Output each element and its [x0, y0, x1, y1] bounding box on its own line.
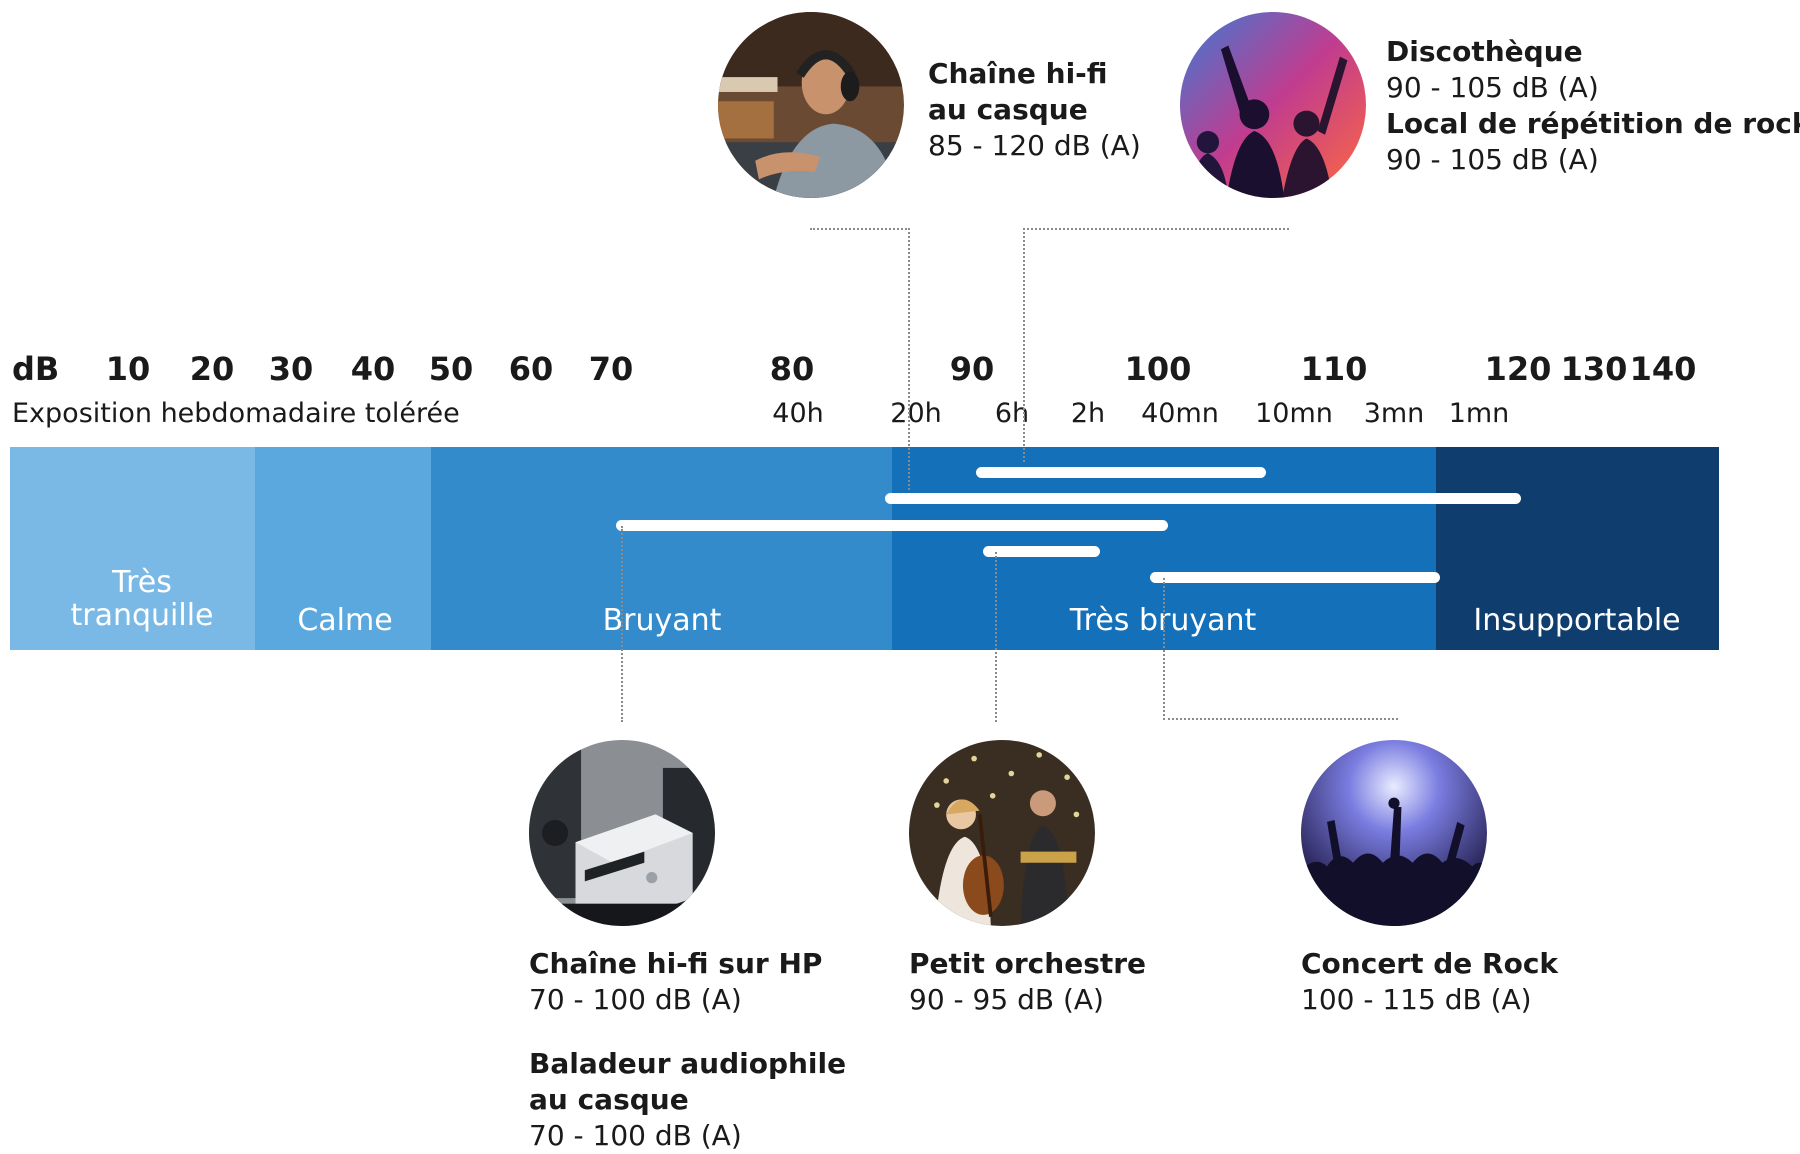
hifi-system-photo	[529, 740, 715, 926]
time-tick-3mn: 3mn	[1363, 398, 1425, 429]
range-bar-rock-concert	[1150, 572, 1440, 583]
time-tick-10mn: 10mn	[1255, 398, 1333, 429]
rock-concert-photo	[1301, 740, 1487, 926]
db-tick-30: 30	[268, 350, 314, 388]
caption-range: 90 - 105 dB (A)	[1386, 71, 1599, 104]
time-tick-20h: 20h	[890, 398, 942, 429]
caption-audiophile-player: Baladeur audiophile au casque 70 - 100 d…	[529, 1046, 846, 1154]
range-bar-discotheque	[976, 467, 1266, 478]
db-tick-40: 40	[350, 350, 396, 388]
range-bar-small-orchestra	[983, 546, 1100, 557]
caption-range: 70 - 100 dB (A)	[529, 1119, 742, 1152]
zone-label-calm: Calme	[297, 603, 393, 638]
caption-range: 70 - 100 dB (A)	[529, 983, 742, 1016]
caption-title-line2: au casque	[928, 93, 1088, 126]
caption-title-rock-rehearsal: Local de répétition de rock	[1386, 107, 1800, 140]
caption-small-orchestra: Petit orchestre 90 - 95 dB (A)	[909, 946, 1146, 1018]
db-tick-110: 110	[1300, 350, 1368, 388]
db-unit-label: dB	[12, 350, 60, 388]
zone-very-quiet	[10, 447, 255, 650]
zone-unbearable	[1436, 447, 1719, 650]
connector-small-orchestra	[995, 552, 997, 722]
connector-hifi-speakers	[621, 526, 623, 722]
db-tick-90: 90	[949, 350, 995, 388]
db-tick-80: 80	[769, 350, 815, 388]
db-tick-20: 20	[189, 350, 235, 388]
caption-title: Baladeur audiophile	[529, 1047, 847, 1080]
db-tick-70: 70	[588, 350, 634, 388]
time-tick-2h: 2h	[1070, 398, 1106, 429]
caption-range: 100 - 115 dB (A)	[1301, 983, 1532, 1016]
caption-range-rock-rehearsal: 90 - 105 dB (A)	[1386, 143, 1599, 176]
nightclub-crowd-photo	[1180, 12, 1366, 198]
db-tick-60: 60	[508, 350, 554, 388]
caption-title: Chaîne hi-fi	[928, 57, 1108, 90]
caption-rock-concert: Concert de Rock 100 - 115 dB (A)	[1301, 946, 1558, 1018]
db-tick-140: 140	[1629, 350, 1697, 388]
zone-noisy	[431, 447, 892, 650]
caption-title: Petit orchestre	[909, 947, 1147, 980]
time-tick-40mn: 40mn	[1141, 398, 1219, 429]
range-bar-hifi-headphones	[885, 493, 1521, 504]
connector-rock-concert	[1163, 578, 1398, 720]
caption-title-line2: au casque	[529, 1083, 689, 1116]
range-bar-hifi-speakers	[616, 520, 1168, 531]
small-orchestra-photo	[909, 740, 1095, 926]
connector-hifi-headphones	[810, 228, 910, 490]
caption-range: 85 - 120 dB (A)	[928, 129, 1141, 162]
db-tick-130: 130	[1560, 350, 1628, 388]
caption-title: Chaîne hi-fi sur HP	[529, 947, 823, 980]
exposure-label: Exposition hebdomadaire tolérée	[12, 398, 460, 429]
man-headphones-photo	[718, 12, 904, 198]
caption-hifi-headphones: Chaîne hi-fi au casque 85 - 120 dB (A)	[928, 56, 1141, 164]
caption-range: 90 - 95 dB (A)	[909, 983, 1104, 1016]
zone-calm	[255, 447, 431, 650]
db-tick-50: 50	[428, 350, 474, 388]
caption-discotheque: Discothèque 90 - 105 dB (A) Local de rép…	[1386, 34, 1800, 178]
db-tick-120: 120	[1484, 350, 1552, 388]
connector-discotheque	[1023, 228, 1289, 462]
db-tick-100: 100	[1124, 350, 1192, 388]
time-tick-1mn: 1mn	[1448, 398, 1510, 429]
caption-hifi-speakers: Chaîne hi-fi sur HP 70 - 100 dB (A)	[529, 946, 822, 1018]
zone-label-unbearable: Insupportable	[1473, 603, 1681, 638]
time-tick-40h: 40h	[772, 398, 824, 429]
caption-title: Concert de Rock	[1301, 947, 1559, 980]
caption-title: Discothèque	[1386, 35, 1583, 68]
db-tick-10: 10	[105, 350, 151, 388]
